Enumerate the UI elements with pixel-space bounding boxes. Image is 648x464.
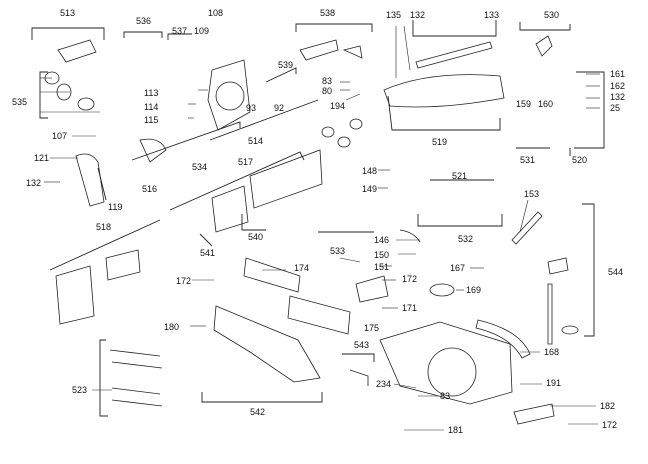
callout-113: 113 [144, 88, 159, 98]
callout-171: 171 [402, 303, 418, 313]
part-shapes [44, 35, 579, 425]
callout-533: 533 [330, 246, 346, 256]
callout-168: 168 [544, 347, 560, 357]
callout-540: 540 [248, 232, 264, 242]
callout-234: 234 [376, 379, 392, 389]
callout-83: 83 [440, 391, 451, 401]
callout-538: 538 [320, 8, 336, 18]
callout-541: 541 [200, 248, 216, 258]
callout-532: 532 [458, 234, 474, 244]
group-brackets [31, 20, 605, 417]
callout-160: 160 [538, 99, 554, 109]
callout-150: 150 [374, 250, 390, 260]
callout-161: 161 [610, 69, 626, 79]
callout-516: 516 [142, 184, 158, 194]
callout-182: 182 [600, 401, 616, 411]
callout-119: 119 [108, 202, 123, 212]
callout-172: 172 [402, 274, 418, 284]
callout-521: 521 [452, 171, 468, 181]
callout-153: 153 [524, 189, 540, 199]
callout-159: 159 [516, 99, 532, 109]
callout-518: 518 [96, 222, 112, 232]
callout-107: 107 [52, 131, 68, 141]
callout-536: 536 [136, 16, 152, 26]
callout-149: 149 [362, 184, 378, 194]
callout-162: 162 [610, 81, 626, 91]
callout-114: 114 [144, 102, 159, 112]
callout-520: 520 [572, 155, 588, 165]
callout-517: 517 [238, 157, 254, 167]
callout-530: 530 [544, 10, 560, 20]
callout-92: 92 [274, 103, 285, 113]
callout-194: 194 [330, 101, 346, 111]
callout-519: 519 [432, 137, 448, 147]
callout-514: 514 [248, 136, 264, 146]
callout-151: 151 [374, 262, 390, 272]
callout-80: 80 [322, 86, 333, 96]
callout-121: 121 [34, 153, 50, 163]
callout-543: 543 [354, 340, 370, 350]
callout-542: 542 [250, 407, 266, 417]
callout-148: 148 [362, 166, 378, 176]
callout-133: 133 [484, 10, 500, 20]
callout-174: 174 [294, 263, 310, 273]
callout-109: 109 [194, 26, 210, 36]
callout-115: 115 [144, 115, 159, 125]
callout-191: 191 [546, 378, 562, 388]
callout-25: 25 [610, 103, 621, 113]
callout-169: 169 [466, 285, 482, 295]
callout-180: 180 [164, 322, 180, 332]
callout-513: 513 [60, 8, 76, 18]
callout-523: 523 [72, 385, 88, 395]
callout-535: 535 [12, 97, 28, 107]
callout-181: 181 [448, 425, 464, 435]
callout-531: 531 [520, 155, 536, 165]
callout-146: 146 [374, 235, 390, 245]
callout-544: 544 [608, 267, 624, 277]
callout-83: 83 [322, 76, 333, 86]
callout-93: 93 [246, 103, 257, 113]
callout-537: 537 [172, 26, 188, 36]
callout-132: 132 [26, 178, 42, 188]
callout-175: 175 [364, 323, 380, 333]
leader-lines [40, 25, 600, 431]
callout-539: 539 [278, 60, 294, 70]
callout-172: 172 [176, 276, 192, 286]
callout-108: 108 [208, 8, 224, 18]
callout-167: 167 [450, 263, 466, 273]
callout-132: 132 [610, 92, 626, 102]
callout-534: 534 [192, 162, 208, 172]
callout-135: 135 [386, 10, 402, 20]
callout-132: 132 [410, 10, 426, 20]
callout-172: 172 [602, 420, 618, 430]
